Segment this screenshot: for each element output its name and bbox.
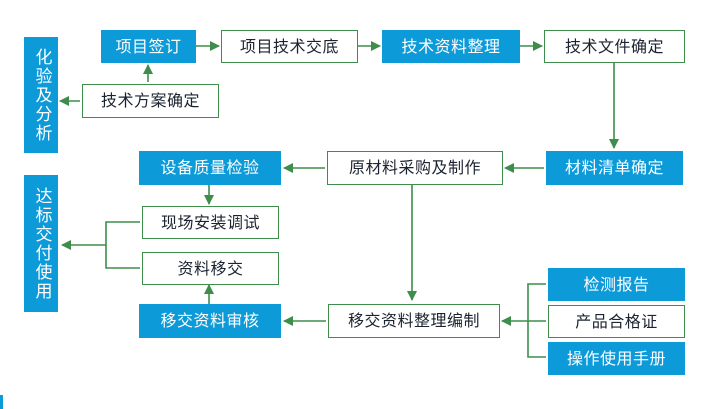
node-tech-doc-confirm: 技术文件确定 [544, 30, 685, 63]
node-material-list-confirm: 材料清单确定 [546, 151, 683, 185]
node-raw-material: 原材料采购及制作 [327, 151, 503, 185]
node-transfer-review: 移交资料审核 [139, 304, 281, 338]
node-tech-data-arrange: 技术资料整理 [382, 30, 520, 63]
node-analysis: 化验及分析 [24, 37, 58, 153]
node-equipment-inspection: 设备质量检验 [139, 151, 281, 185]
node-site-install: 现场安装调试 [142, 206, 279, 239]
node-project-sign: 项目签订 [101, 30, 196, 63]
node-operation-manual: 操作使用手册 [548, 342, 685, 375]
node-test-report: 检测报告 [548, 268, 685, 301]
node-data-transfer: 资料移交 [142, 252, 279, 285]
node-tech-disclosure: 项目技术交底 [221, 30, 358, 63]
node-transfer-compile: 移交资料整理编制 [328, 304, 500, 338]
bracket-install-transfer [105, 221, 140, 269]
node-tech-plan-confirm: 技术方案确定 [82, 84, 219, 118]
node-delivery: 达标交付使用 [24, 175, 58, 312]
edge-strip [0, 395, 3, 409]
node-product-cert: 产品合格证 [548, 305, 685, 338]
